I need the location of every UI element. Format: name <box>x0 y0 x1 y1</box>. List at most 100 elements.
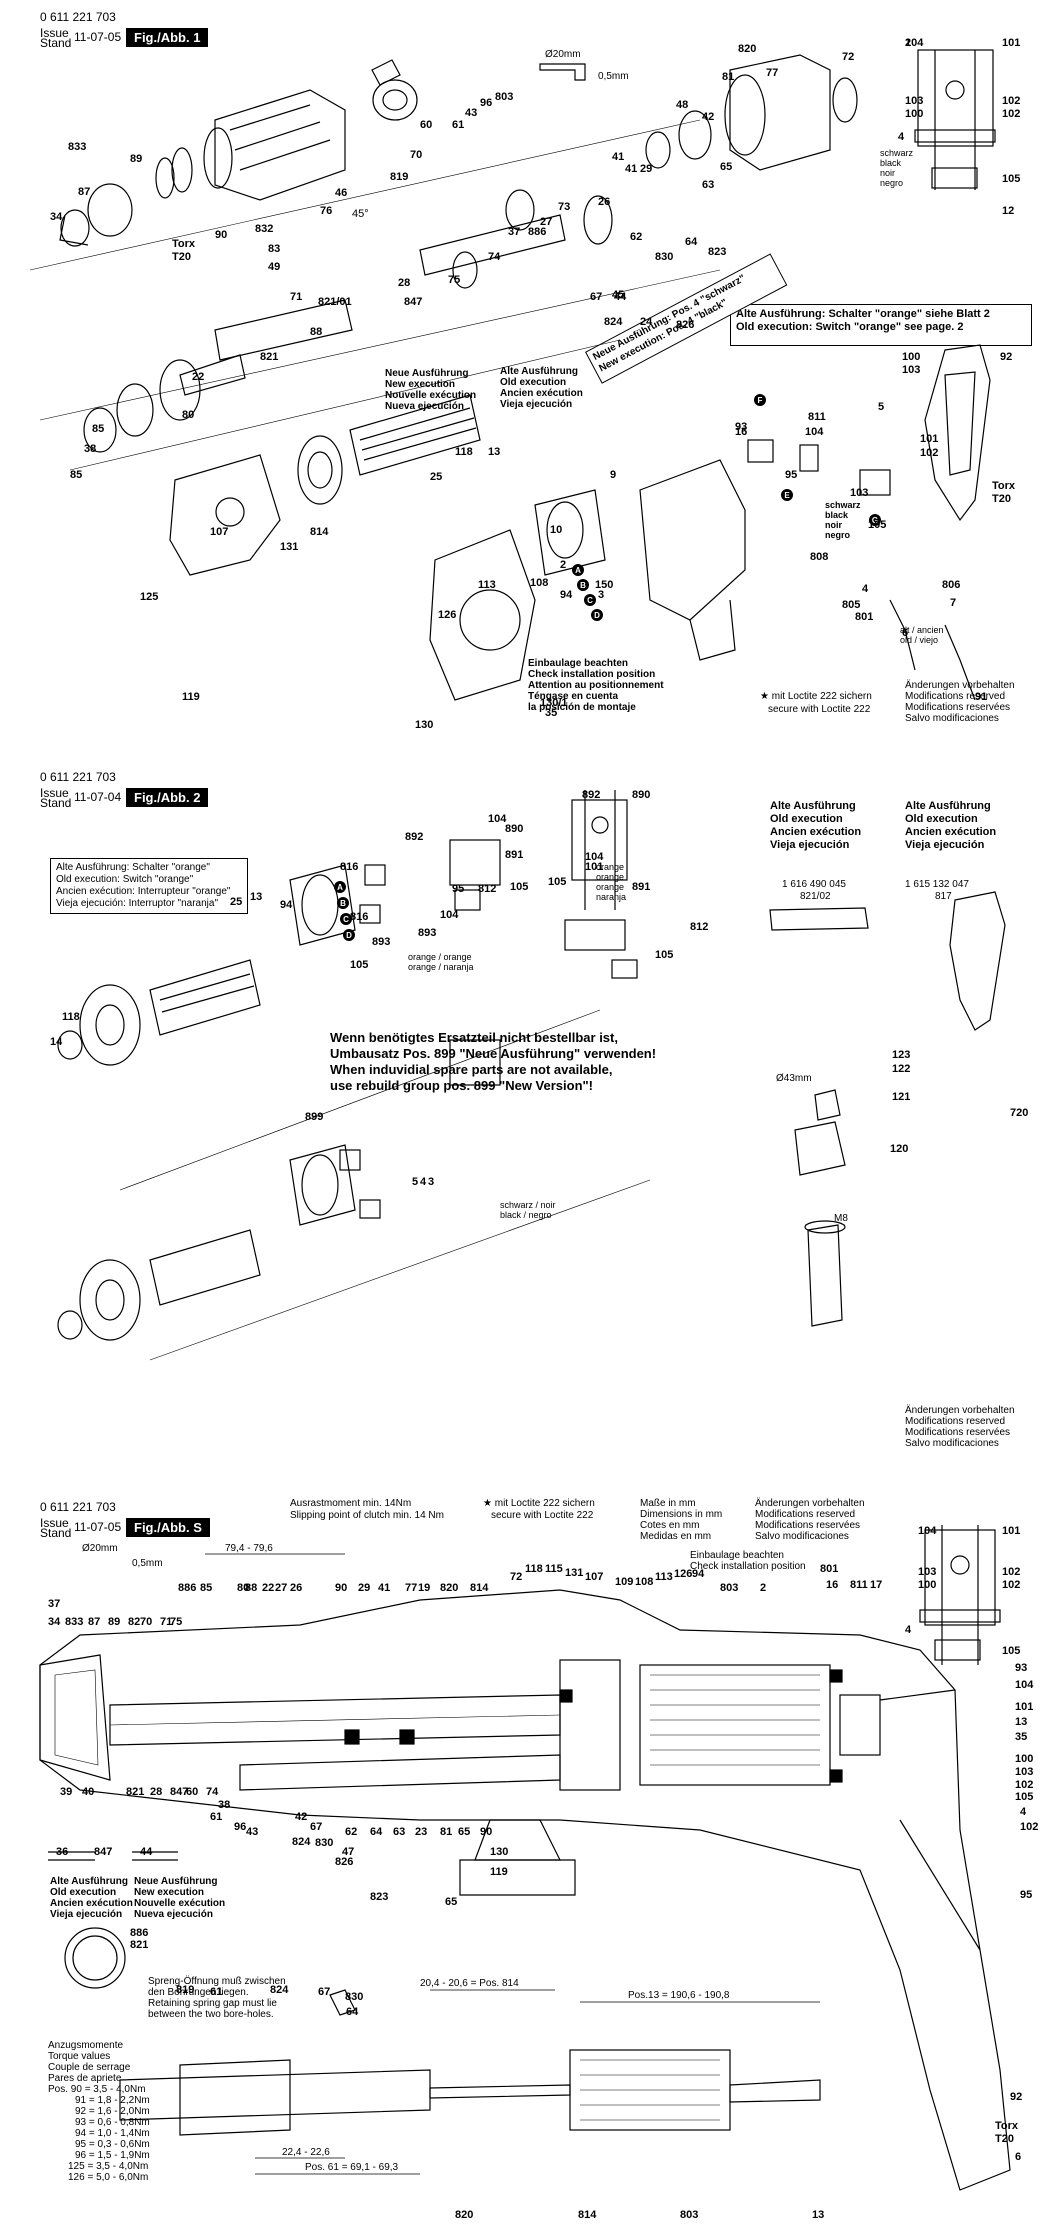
sheet3-part-label: 820 <box>440 1582 458 1594</box>
sheet3-part-label: 72 <box>510 1571 522 1583</box>
sheet1-part-label: 104 <box>805 426 824 438</box>
sheet2-part-label: 816 <box>350 911 368 923</box>
sheet1-part-label: 34 <box>50 211 63 223</box>
sheet1-part-label: 85 <box>92 423 104 435</box>
bearing-plate <box>169 454 281 576</box>
sheet3-part-label: 65 <box>445 1896 457 1908</box>
sheet3-part-label: 824 <box>292 1836 311 1848</box>
intermediate-shaft <box>419 214 566 276</box>
sheet3-part-label: 22 <box>262 1582 274 1594</box>
sheet3-part-label: 100 <box>1015 1753 1033 1765</box>
sheet2-dia43: Ø43mm <box>776 1073 812 1084</box>
sheet1-part-label: 803 <box>495 91 513 103</box>
sheet3-part-label: 70 <box>140 1616 152 1628</box>
sheet2-part-label: 120 <box>890 1143 908 1155</box>
sheet3-part-label: 63 <box>393 1826 405 1838</box>
sheet3-part-label: 17 <box>870 1579 882 1591</box>
sheet2-part-label: 95 <box>452 883 464 895</box>
marker-a <box>572 564 584 576</box>
sheet1-part-label: 9 <box>610 469 616 481</box>
armature-s2 <box>149 959 261 1036</box>
sheet1-part-label: 102 <box>1002 95 1020 107</box>
sheet1-part-label: 126 <box>438 609 456 621</box>
sheet2-part-label: 892 <box>405 831 423 843</box>
sheet1-part-label: 2 <box>560 559 566 571</box>
sheet3-part-label: 40 <box>82 1786 94 1798</box>
field-coil-s2 <box>289 864 356 946</box>
sheet1-part-label: 10 <box>550 524 562 536</box>
tool-holder-sleeve <box>87 183 133 237</box>
sheet3-part-label: 85 <box>200 1582 212 1594</box>
sheet3-part-label: 60 <box>186 1786 198 1798</box>
sheet3-part-label: 27 <box>275 1582 287 1594</box>
marker-d <box>591 609 603 621</box>
sheet2-old-switch-box: Alte Ausführung: Schalter "orange" Old e… <box>50 858 248 914</box>
sheet2-old-exec-col2: Alte Ausführung Old execution Ancien exé… <box>905 800 997 851</box>
sheet2-part-label: 899 <box>305 1111 323 1123</box>
spare-handle <box>949 891 1006 1031</box>
sheet3-part-label: 811 <box>850 1579 868 1591</box>
sheet3-part-label: 102 <box>1015 1779 1033 1791</box>
marker-c <box>584 594 596 606</box>
sheet2-part-label: 816 <box>340 861 358 873</box>
sheet1-part-label: 131 <box>280 541 298 553</box>
sheet3-part-label: 96 <box>234 1821 246 1833</box>
sheet3-part-label: 16 <box>826 1579 838 1591</box>
sheet2-part-label: 891 <box>632 881 650 893</box>
armature-section <box>639 1664 831 1786</box>
sheet1-part-label: 38 <box>84 443 96 455</box>
sheet1-part-label: 814 <box>310 526 329 538</box>
sheet2-part-label: 891 <box>505 849 523 861</box>
spare-spindle <box>769 907 869 931</box>
sheet3-part-label: 102 <box>1002 1579 1020 1591</box>
sheet1-part-label: 819 <box>390 171 408 183</box>
sheet1-part-label: 41 <box>612 151 624 163</box>
sheet3-install-note: Einbaulage beachten Check installation p… <box>690 1550 806 1572</box>
svg-text:B: B <box>580 581 586 590</box>
svg-text:F: F <box>758 396 763 405</box>
field-coil <box>534 489 606 576</box>
sheet1-part-label: 25 <box>430 471 442 483</box>
sheet1-part-label: 89 <box>130 153 142 165</box>
sheet3-part-label: 104 <box>918 1525 937 1537</box>
sheet1-part-label: 104 <box>905 37 924 49</box>
fan <box>297 435 343 505</box>
intermediate-shaft-section <box>239 1754 561 1791</box>
sheet1-part-label: 44 <box>614 291 627 303</box>
sheet3-part-label: 803 <box>680 2209 698 2221</box>
sheet3-part-label: 67 <box>318 1986 330 1998</box>
sheet1-part-label: 102 <box>920 447 938 459</box>
sheet3-part-label: 34 <box>48 1616 61 1628</box>
sheet3-part-label: 103 <box>918 1566 936 1578</box>
sheet2-part-label: 105 <box>350 959 368 971</box>
sheet1-part-label: 830 <box>655 251 673 263</box>
sheet3-part-label: 103 <box>1015 1766 1033 1778</box>
sheet3-part-label: 119 <box>490 1866 508 1878</box>
sheet1-part-label: 43 <box>465 107 477 119</box>
sheet3-part-label: 38 <box>218 1799 230 1811</box>
sheet1-part-label: 832 <box>255 223 273 235</box>
sheet3-stand-label: Stand <box>40 1526 72 1540</box>
sheet3-part-label: 47 <box>342 1846 354 1858</box>
sheet3-part-label: 105 <box>1002 1645 1020 1657</box>
sheet1-wire-colors-lower: schwarz black noir negro <box>825 500 861 540</box>
sheet2-spare-a: 1 616 490 045 <box>782 879 846 890</box>
sheet1-part-label: 29 <box>640 163 652 175</box>
sheet1-part-label: 41 <box>625 163 637 175</box>
sheet2-part-label: 893 <box>418 927 436 939</box>
sheet3-part-label: 92 <box>1010 2091 1022 2103</box>
sheet3-part-label: 814 <box>578 2209 597 2221</box>
sheet2-figure-tag: Fig./Abb. 2 <box>126 788 209 807</box>
sheet1-part-label: 73 <box>558 201 570 213</box>
sheet2-part-label: 104 <box>488 813 507 825</box>
sheet3-part-label: 90 <box>335 1582 347 1594</box>
sheet2-part-label: 892 <box>582 789 600 801</box>
gear-housing <box>729 54 831 171</box>
sheet1-part-label: 74 <box>488 251 501 263</box>
sheet3-part-label: 13 <box>812 2209 824 2221</box>
sheet1-part-label: 100 <box>905 108 923 120</box>
sheet3-part-label: 100 <box>918 1579 936 1591</box>
sheet1-part-label: 70 <box>410 149 422 161</box>
sheet1-part-label: 77 <box>766 67 778 79</box>
